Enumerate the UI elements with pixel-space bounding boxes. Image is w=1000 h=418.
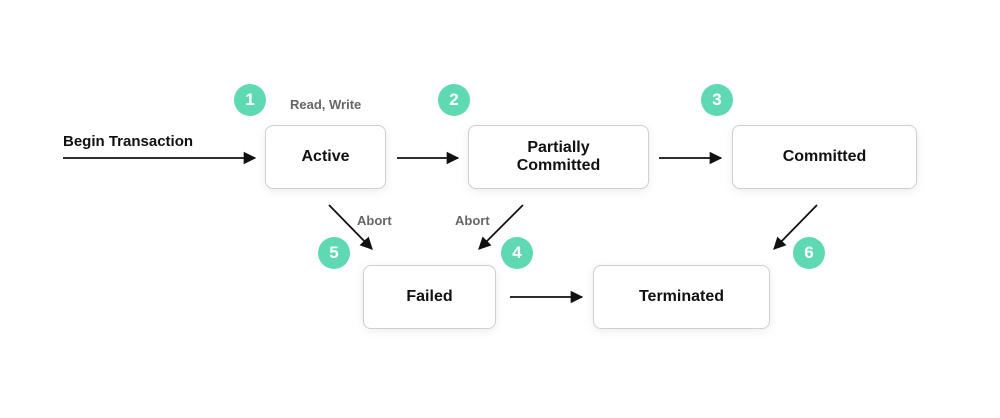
state-failed[interactable]: Failed [363, 265, 496, 329]
abort-label-active: Abort [357, 213, 392, 228]
state-partially-committed[interactable]: Partially Committed [468, 125, 649, 189]
state-committed[interactable]: Committed [732, 125, 917, 189]
arrow-partially-committed-to-failed [478, 204, 524, 250]
state-failed-label: Failed [406, 288, 453, 305]
state-partially-committed-line1: Partially [527, 139, 590, 156]
step-badge-4: 4 [501, 237, 533, 269]
read-write-label: Read, Write [290, 97, 362, 112]
state-terminated[interactable]: Terminated [593, 265, 770, 329]
state-terminated-label: Terminated [638, 288, 725, 305]
step-badge-3: 3 [701, 84, 733, 116]
begin-transaction-label: Begin Transaction [63, 133, 194, 150]
abort-label-partial: Abort [455, 213, 490, 228]
arrow-active-to-failed [328, 204, 373, 250]
state-active-label: Active [301, 148, 350, 165]
state-partially-committed-line2: Committed [516, 157, 601, 174]
step-badge-2: 2 [438, 84, 470, 116]
step-badge-1: 1 [234, 84, 266, 116]
step-badge-5: 5 [318, 237, 350, 269]
state-active[interactable]: Active [265, 125, 386, 189]
step-badge-6: 6 [793, 237, 825, 269]
arrow-committed-to-terminated [773, 204, 818, 250]
state-committed-label: Committed [782, 148, 867, 165]
